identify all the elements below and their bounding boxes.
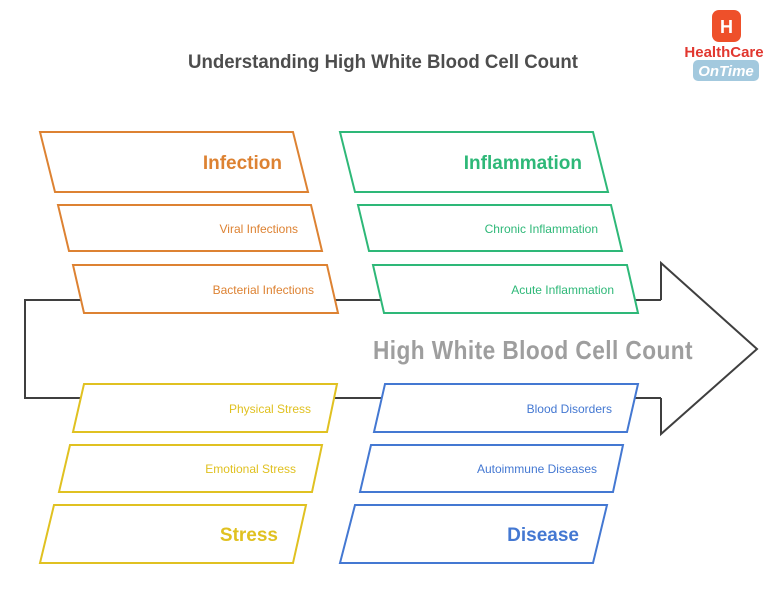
physical-stress-shape: [71, 383, 339, 433]
infection-header-shape: [38, 131, 310, 193]
inflammation-group: Inflammation Chronic Inflammation Acute …: [338, 131, 640, 314]
viral-infections-label: Viral Infections: [220, 222, 299, 236]
acute-inflammation-label: Acute Inflammation: [511, 283, 614, 297]
blood-disorders-label: Blood Disorders: [527, 402, 612, 416]
viral-infections-shape: [56, 204, 324, 252]
logo: H HealthCare OnTime: [684, 10, 764, 81]
disease-header-shape: [338, 504, 609, 564]
logo-name: HealthCare: [684, 44, 763, 61]
stress-group: Physical Stress Emotional Stress Stress: [38, 383, 339, 564]
center-label: High White Blood Cell Count: [373, 335, 693, 365]
chronic-inflammation-shape: [356, 204, 624, 252]
logo-tagline: OnTime: [698, 63, 754, 80]
bacterial-infections-shape: [71, 264, 340, 314]
bacterial-infections-label: Bacterial Infections: [213, 283, 314, 297]
connector-bracket: [24, 299, 661, 399]
logo-badge-letter: H: [720, 17, 733, 37]
infection-header-label: Infection: [203, 153, 282, 174]
stress-header-shape: [38, 504, 308, 564]
emotional-stress-label: Emotional Stress: [205, 462, 296, 476]
disease-header-label: Disease: [507, 525, 579, 546]
acute-inflammation-shape: [371, 264, 640, 314]
chronic-inflammation-label: Chronic Inflammation: [485, 222, 598, 236]
autoimmune-diseases-shape: [358, 444, 625, 493]
emotional-stress-shape: [57, 444, 324, 493]
autoimmune-diseases-label: Autoimmune Diseases: [477, 462, 597, 476]
stress-header-label: Stress: [220, 525, 278, 546]
infection-group: Infection Viral Infections Bacterial Inf…: [38, 131, 340, 314]
inflammation-header-label: Inflammation: [464, 153, 582, 174]
disease-group: Blood Disorders Autoimmune Diseases Dise…: [338, 383, 640, 564]
logo-tagline-pill: [693, 60, 759, 81]
logo-h-badge: [712, 10, 741, 42]
blood-disorders-shape: [372, 383, 640, 433]
page-title: Understanding High White Blood Cell Coun…: [188, 52, 579, 73]
physical-stress-label: Physical Stress: [229, 402, 311, 416]
arrow-shape: [660, 260, 759, 437]
inflammation-header-shape: [338, 131, 610, 193]
